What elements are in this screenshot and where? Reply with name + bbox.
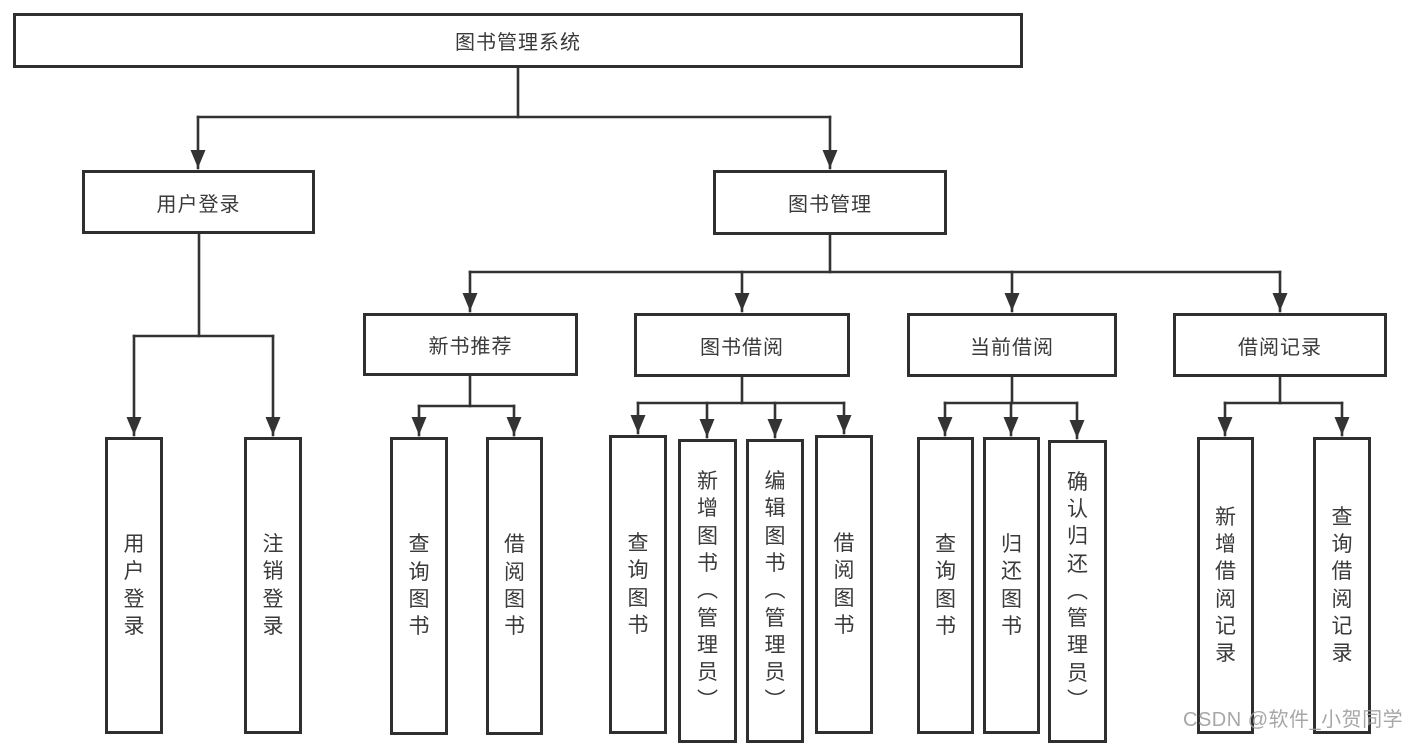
- leaf-logout: 注销登录: [244, 437, 302, 734]
- leaf-query-books-recommend: 查询图书: [390, 437, 448, 735]
- node-book-management: 图书管理: [713, 170, 947, 235]
- node-new-book-recommend: 新书推荐: [363, 313, 578, 376]
- leaf-return-books: 归还图书: [983, 437, 1040, 734]
- leaf-query-borrow-record: 查询借阅记录: [1313, 437, 1371, 734]
- leaf-confirm-return-admin: 确认归还︵管理员︶: [1048, 440, 1107, 743]
- node-root-system: 图书管理系统: [13, 13, 1023, 68]
- node-user-login: 用户登录: [82, 170, 315, 234]
- leaf-borrow-books-recommend: 借阅图书: [486, 437, 543, 735]
- node-book-borrowing: 图书借阅: [634, 313, 850, 377]
- leaf-edit-book-admin: 编辑图书︵管理员︶: [746, 439, 804, 743]
- leaf-borrow-books-borrowing: 借阅图书: [815, 435, 873, 734]
- csdn-watermark: CSDN @软件_小贺同学: [1183, 709, 1404, 731]
- leaf-query-books-borrowing: 查询图书: [609, 435, 667, 734]
- leaf-add-borrow-record: 新增借阅记录: [1197, 437, 1254, 734]
- leaf-add-book-admin: 新增图书︵管理员︶: [678, 439, 737, 743]
- leaf-user-login: 用户登录: [105, 437, 163, 734]
- node-borrowing-records: 借阅记录: [1173, 313, 1387, 377]
- leaf-query-books-current: 查询图书: [917, 437, 974, 734]
- node-current-borrowing: 当前借阅: [907, 313, 1117, 377]
